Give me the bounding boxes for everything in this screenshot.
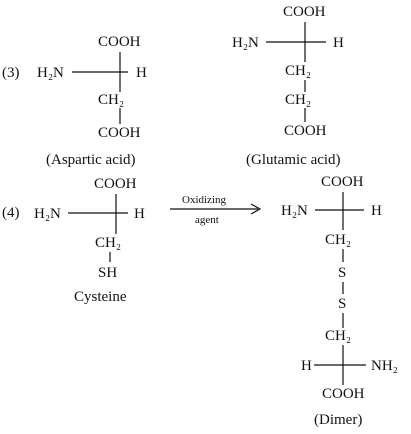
aspartic-cooh-bottom: COOH <box>98 125 141 141</box>
glutamic-cooh-top: COOH <box>283 4 326 20</box>
reaction-number-3: (3) <box>2 65 20 81</box>
glutamic-caption: (Glutamic acid) <box>246 152 341 168</box>
arrow-label-above: Oxidizing <box>182 194 226 206</box>
arrow-head <box>250 203 262 215</box>
glutamic-h: H <box>333 35 344 51</box>
aspartic-cooh-top: COOH <box>98 34 141 50</box>
cysteine-caption: Cysteine <box>74 289 127 305</box>
glutamic-ch2-b: CH₂ <box>285 92 311 108</box>
glutamic-ch2-a: CH₂ <box>285 63 311 79</box>
cysteine-ch2: CH₂ <box>95 235 121 251</box>
cysteine-h: H <box>134 206 145 222</box>
aspartic-h2n: H₂N <box>37 65 64 81</box>
dimer-caption: (Dimer) <box>314 412 362 428</box>
reaction-arrow: Oxidizing agent <box>170 194 262 226</box>
dimer-h-lower: H <box>301 358 312 374</box>
dimer-s2: S <box>338 296 346 312</box>
dimer-ch2-b: CH₂ <box>325 328 351 344</box>
dimer-h: H <box>371 203 382 219</box>
glutamic-h2n: H₂N <box>232 35 259 51</box>
glutamic-acid-structure: COOH H₂N H CH₂ CH₂ COOH (Glutamic acid) <box>232 4 344 168</box>
dimer-nh2: NH₂ <box>371 358 398 374</box>
cysteine-structure: (4) COOH H₂N H CH₂ SH Cysteine <box>2 176 145 305</box>
arrow-label-below: agent <box>195 214 219 226</box>
aspartic-ch2: CH₂ <box>98 92 124 108</box>
reaction-number-4: (4) <box>2 205 20 221</box>
dimer-structure: COOH H₂N H CH₂ S S CH₂ H NH₂ COOH (Dimer… <box>281 174 398 428</box>
aspartic-acid-structure: (3) COOH H₂N H CH₂ COOH (Aspartic acid) <box>2 34 147 168</box>
glutamic-cooh-bottom: COOH <box>284 123 327 139</box>
aspartic-h: H <box>136 65 147 81</box>
dimer-h2n: H₂N <box>281 203 308 219</box>
cysteine-cooh: COOH <box>94 176 137 192</box>
aspartic-caption: (Aspartic acid) <box>46 152 136 168</box>
cysteine-sh: SH <box>98 265 117 281</box>
cysteine-h2n: H₂N <box>34 206 61 222</box>
dimer-ch2-a: CH₂ <box>325 232 351 248</box>
dimer-cooh-bottom: COOH <box>322 386 365 402</box>
dimer-s1: S <box>338 265 346 281</box>
dimer-cooh-top: COOH <box>321 174 364 190</box>
